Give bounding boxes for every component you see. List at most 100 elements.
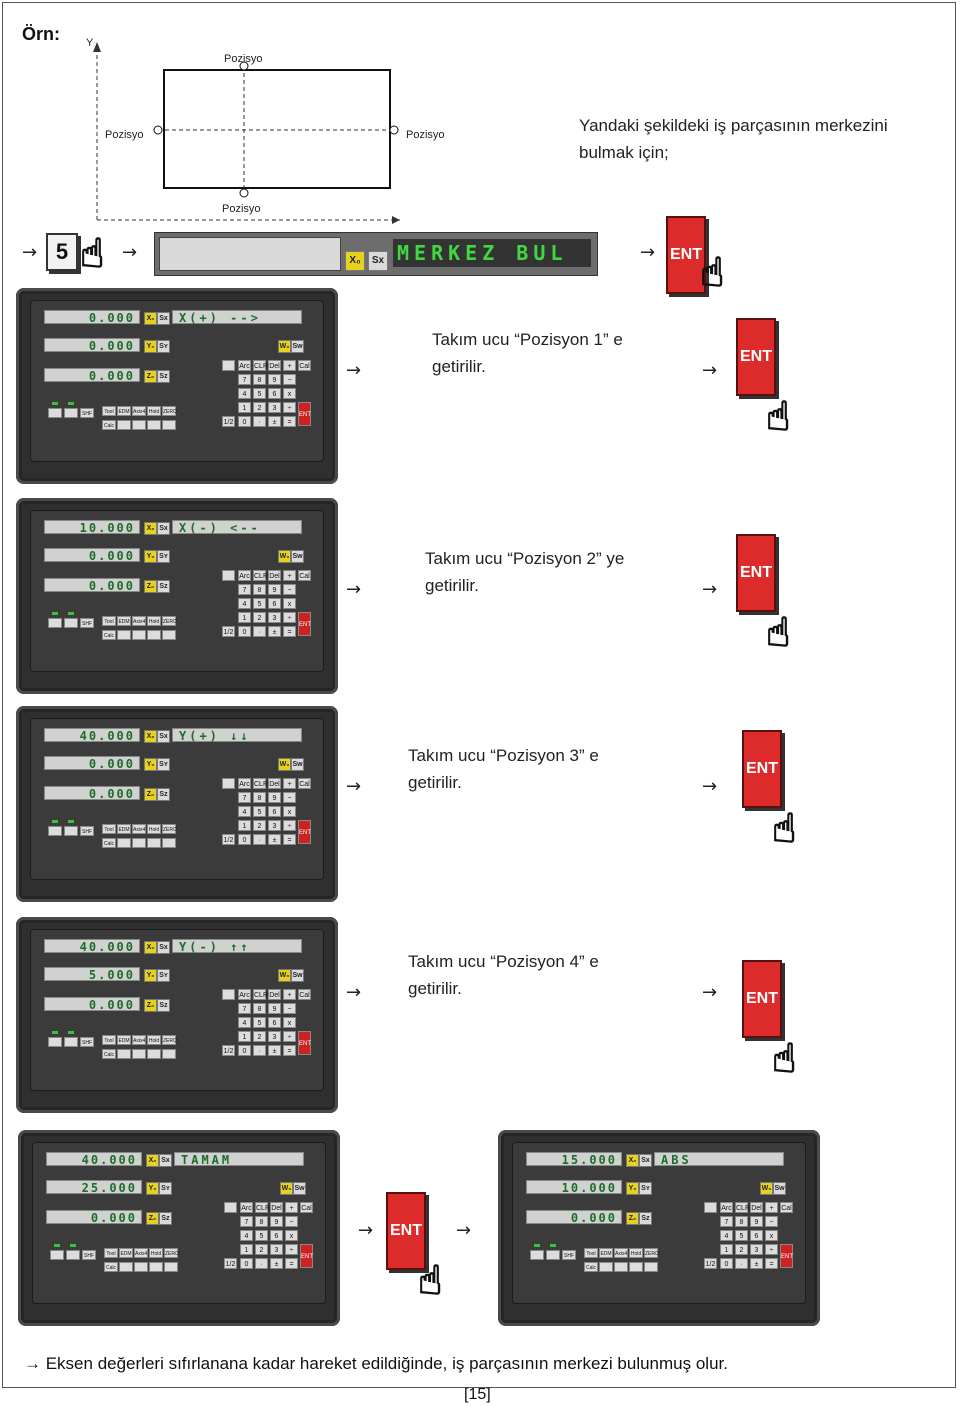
sz-key[interactable]: Sz [639,1212,652,1225]
key-arc[interactable]: Arc [238,989,251,1000]
function-key[interactable]: Tool [584,1248,598,1258]
sx-key[interactable]: Sx [159,1154,172,1167]
key-cal[interactable]: Cal [298,778,311,789]
function-key[interactable] [149,1262,163,1272]
ent-key[interactable]: ENT [298,612,311,636]
key-arc[interactable]: Arc [240,1202,253,1213]
ent-key[interactable]: ENT [780,1244,793,1268]
mode-key[interactable] [48,408,62,418]
keypad-key[interactable]: 1 [238,820,251,831]
function-key[interactable] [117,838,131,848]
keypad-key[interactable]: 8 [253,1003,266,1014]
sx-key[interactable]: Sx [157,522,170,535]
sx-key[interactable]: Sx [157,941,170,954]
key-plus[interactable]: + [283,570,296,581]
mode-key[interactable] [48,1037,62,1047]
key-del[interactable]: Del [268,778,281,789]
keypad-key[interactable]: ± [268,416,281,427]
keypad-key[interactable]: 7 [238,1003,251,1014]
function-key[interactable] [119,1262,133,1272]
z0-key[interactable]: Z₀ [144,370,157,383]
keypad-key[interactable]: 0 [240,1258,253,1269]
keypad-key[interactable]: 6 [270,1230,283,1241]
key-half[interactable]: 1/2 [222,834,235,845]
function-key[interactable] [162,1049,176,1059]
mode-key[interactable] [64,826,78,836]
calc-key[interactable]: Calc [104,1262,118,1272]
keypad-key[interactable]: ÷ [283,612,296,623]
key-plus[interactable]: + [283,778,296,789]
key-cal[interactable]: Cal [298,360,311,371]
ent-key[interactable]: ENT [300,1244,313,1268]
key-cal-up[interactable] [224,1202,237,1213]
key-del[interactable]: Del [268,989,281,1000]
sy-key[interactable]: Sʏ [157,340,170,353]
key-half[interactable]: 1/2 [222,1045,235,1056]
function-key[interactable] [162,420,176,430]
keypad-key[interactable]: 2 [735,1244,748,1255]
w0-key[interactable]: W₀ [278,550,291,563]
y0-key[interactable]: Y₀ [144,550,157,563]
keypad-key[interactable]: − [285,1216,298,1227]
function-key[interactable] [162,630,176,640]
calc-key[interactable]: Calc [584,1262,598,1272]
key-clr[interactable]: CLR [253,360,268,371]
key-clr[interactable]: CLR [735,1202,750,1213]
key-arc[interactable]: Arc [238,778,251,789]
keypad-key[interactable]: 8 [253,792,266,803]
function-key[interactable] [147,838,161,848]
keypad-key[interactable]: 0 [238,626,251,637]
sy-key[interactable]: Sʏ [157,758,170,771]
key-plus[interactable]: + [283,360,296,371]
sz-key[interactable]: Sz [157,370,170,383]
keypad-key[interactable]: 8 [253,584,266,595]
keypad-key[interactable]: · [255,1258,268,1269]
keypad-key[interactable]: 3 [270,1244,283,1255]
ent-key[interactable]: ENT [298,1031,311,1055]
mode-key[interactable] [48,826,62,836]
shf-key[interactable]: SHF [80,1037,94,1047]
keypad-key[interactable]: 9 [750,1216,763,1227]
function-key[interactable]: ZERO [164,1248,179,1258]
function-key[interactable]: Hold [147,406,161,416]
w0-key[interactable]: W₀ [280,1182,293,1195]
sw-key[interactable]: Sw [291,340,304,353]
sz-key[interactable]: Sz [159,1212,172,1225]
keypad-key[interactable]: x [285,1230,298,1241]
keypad-key[interactable]: · [253,834,266,845]
function-key[interactable]: EDM [117,1035,131,1045]
keypad-key[interactable]: 5 [253,806,266,817]
sy-key[interactable]: Sʏ [159,1182,172,1195]
keypad-key[interactable]: x [283,598,296,609]
keypad-key[interactable]: 6 [268,806,281,817]
ent-button[interactable]: ENT [386,1192,426,1270]
keypad-key[interactable]: 2 [253,402,266,413]
y0-key[interactable]: Y₀ [144,340,157,353]
keypad-key[interactable]: x [765,1230,778,1241]
function-key[interactable]: EDM [117,824,131,834]
function-key[interactable] [132,420,146,430]
keypad-key[interactable]: · [253,416,266,427]
y0-key[interactable]: Y₀ [146,1182,159,1195]
keypad-key[interactable]: 8 [253,374,266,385]
sx-key[interactable]: Sx [157,312,170,325]
z0-key[interactable]: Z₀ [144,788,157,801]
function-key[interactable] [134,1262,148,1272]
x0-key[interactable]: X₀ [144,522,157,535]
keypad-key[interactable]: − [283,1003,296,1014]
key-clr[interactable]: CLR [253,570,268,581]
function-key[interactable]: Axis4 [614,1248,628,1258]
sy-key[interactable]: Sʏ [157,969,170,982]
keypad-key[interactable]: = [285,1258,298,1269]
keypad-key[interactable]: − [283,374,296,385]
key-cal[interactable]: Cal [300,1202,313,1213]
y0-key[interactable]: Y₀ [144,758,157,771]
mode-key[interactable] [48,618,62,628]
function-key[interactable]: Tool [102,824,116,834]
keypad-key[interactable]: 0 [238,834,251,845]
keypad-key[interactable]: 4 [238,1017,251,1028]
keypad-key[interactable]: 4 [238,806,251,817]
keypad-key[interactable]: 2 [253,820,266,831]
keypad-key[interactable]: 8 [735,1216,748,1227]
key-plus[interactable]: + [285,1202,298,1213]
